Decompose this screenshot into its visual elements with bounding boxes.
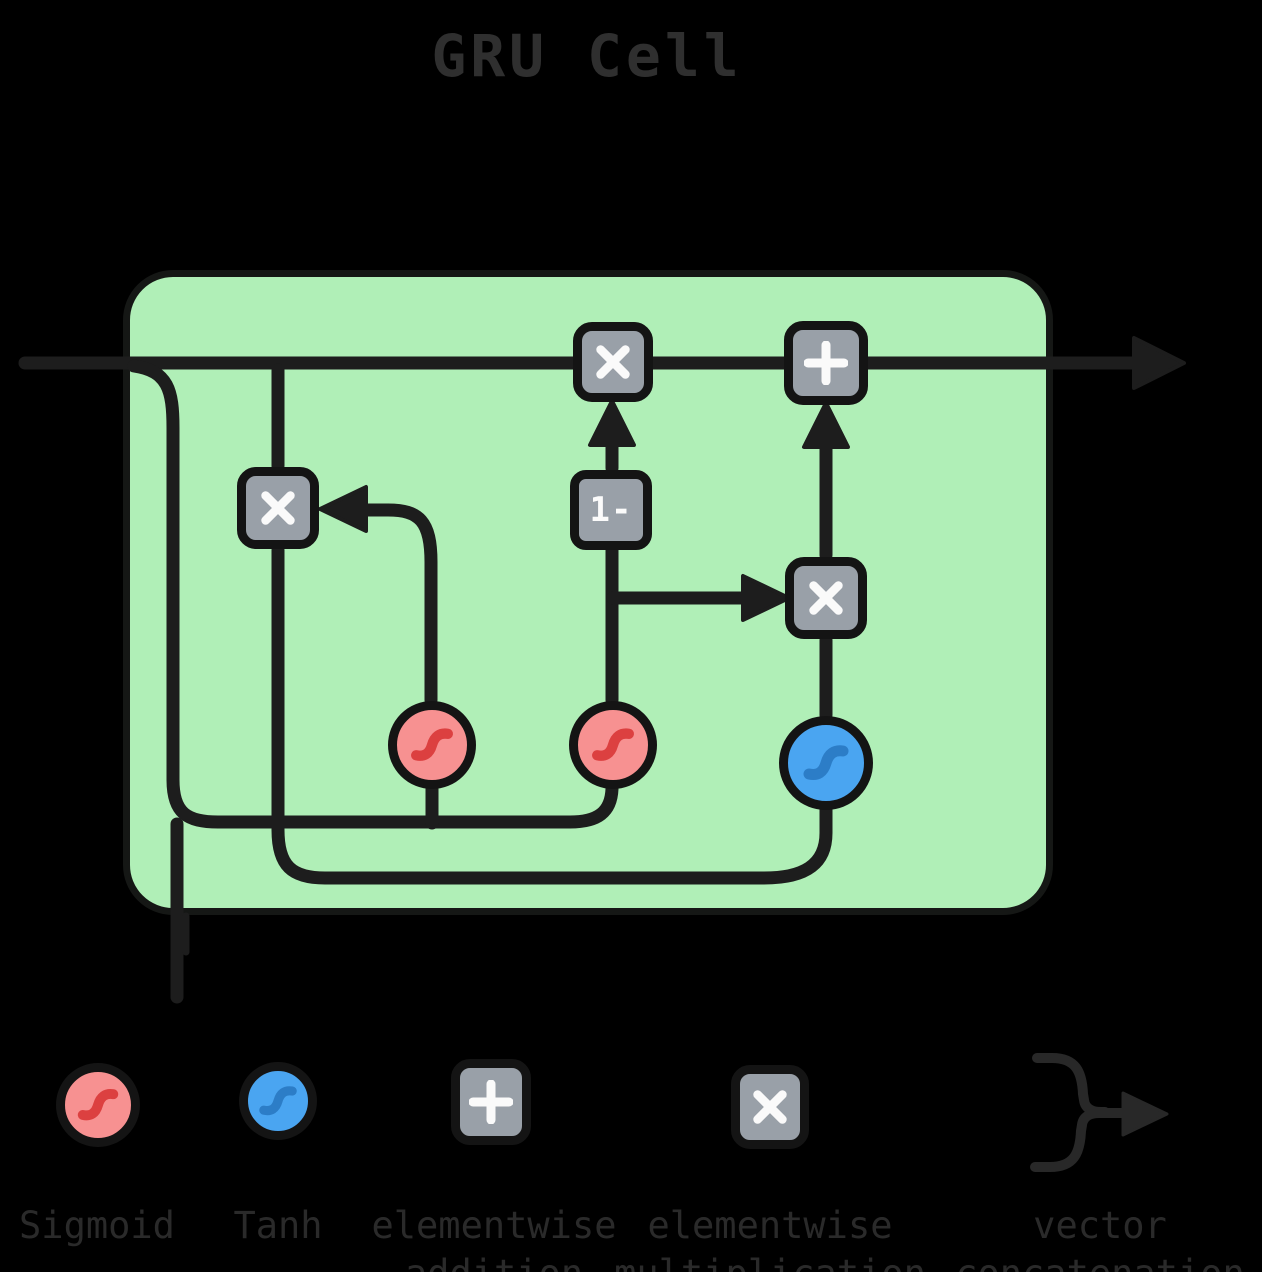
legend-text: elementwise: [647, 1204, 893, 1247]
legend-elementwise-addition-icon: [451, 1059, 531, 1145]
add-top-node: [784, 321, 868, 405]
hidden-to-gates-wire: [127, 359, 619, 829]
multiply-icon: [596, 345, 630, 379]
tanh-candidate-node: [779, 716, 873, 810]
update-branch-arrowhead: [741, 574, 791, 622]
legend-tanh-icon: [239, 1062, 317, 1140]
multiply-icon: [809, 581, 843, 615]
tanh-circle-icon: [259, 1086, 297, 1116]
legend-elementwise-multiplication-icon: [731, 1065, 809, 1149]
sigmoid-reset-node: [388, 701, 476, 789]
legend-text: Tanh: [233, 1204, 323, 1247]
reset-output-to-tanh-wire: [271, 543, 833, 885]
multiply-update-node: [785, 557, 867, 639]
page-title: GRU Cell: [431, 22, 743, 90]
plus-icon: [469, 1080, 513, 1124]
one-minus-node: 1-: [570, 470, 652, 550]
sigmoid-circle-icon: [592, 728, 634, 761]
hidden-state-output-arrowhead: [1132, 336, 1186, 390]
legend-text: addition: [314, 1250, 674, 1272]
tanh-circle-icon: [803, 745, 849, 780]
concat-top-hook: [1032, 1053, 1110, 1117]
legend-label-elementwise-multiplication: elementwise multiplication: [590, 1154, 950, 1272]
legend-text: multiplication: [590, 1250, 950, 1272]
plus-icon: [804, 341, 848, 385]
legend-label-vector-concatenation: vector concatenation: [920, 1154, 1262, 1272]
one-minus-arrowhead: [588, 399, 636, 447]
vector-concatenation-icon: [1030, 1053, 1169, 1172]
multiply-reset-node: [237, 467, 319, 549]
multiply-to-add-arrowhead: [802, 401, 850, 449]
concat-arrowhead: [1121, 1091, 1169, 1137]
one-minus-label: 1-: [589, 490, 633, 530]
multiply-top-node: [573, 322, 653, 402]
multiply-icon: [261, 491, 295, 525]
legend-text: elementwise: [371, 1204, 617, 1247]
sigmoid-circle-icon: [411, 728, 453, 761]
legend-sigmoid-icon: [56, 1063, 140, 1147]
legend-label-sigmoid: Sigmoid: [0, 1154, 277, 1250]
multiply-icon: [753, 1090, 787, 1124]
legend-label-elementwise-addition: elementwise addition: [314, 1154, 674, 1272]
sigmoid-update-node: [569, 701, 657, 789]
sigmoid-reset-output-wire: [357, 503, 438, 707]
concat-bottom-hook: [1030, 1108, 1108, 1172]
legend-text: Sigmoid: [19, 1204, 175, 1247]
sigmoid-circle-icon: [77, 1089, 119, 1121]
sigmoid-reset-arrowhead: [318, 485, 368, 533]
legend-label-tanh: Tanh: [98, 1154, 458, 1250]
legend-text: concatenation: [920, 1250, 1262, 1272]
legend-text: vector: [1033, 1204, 1167, 1247]
